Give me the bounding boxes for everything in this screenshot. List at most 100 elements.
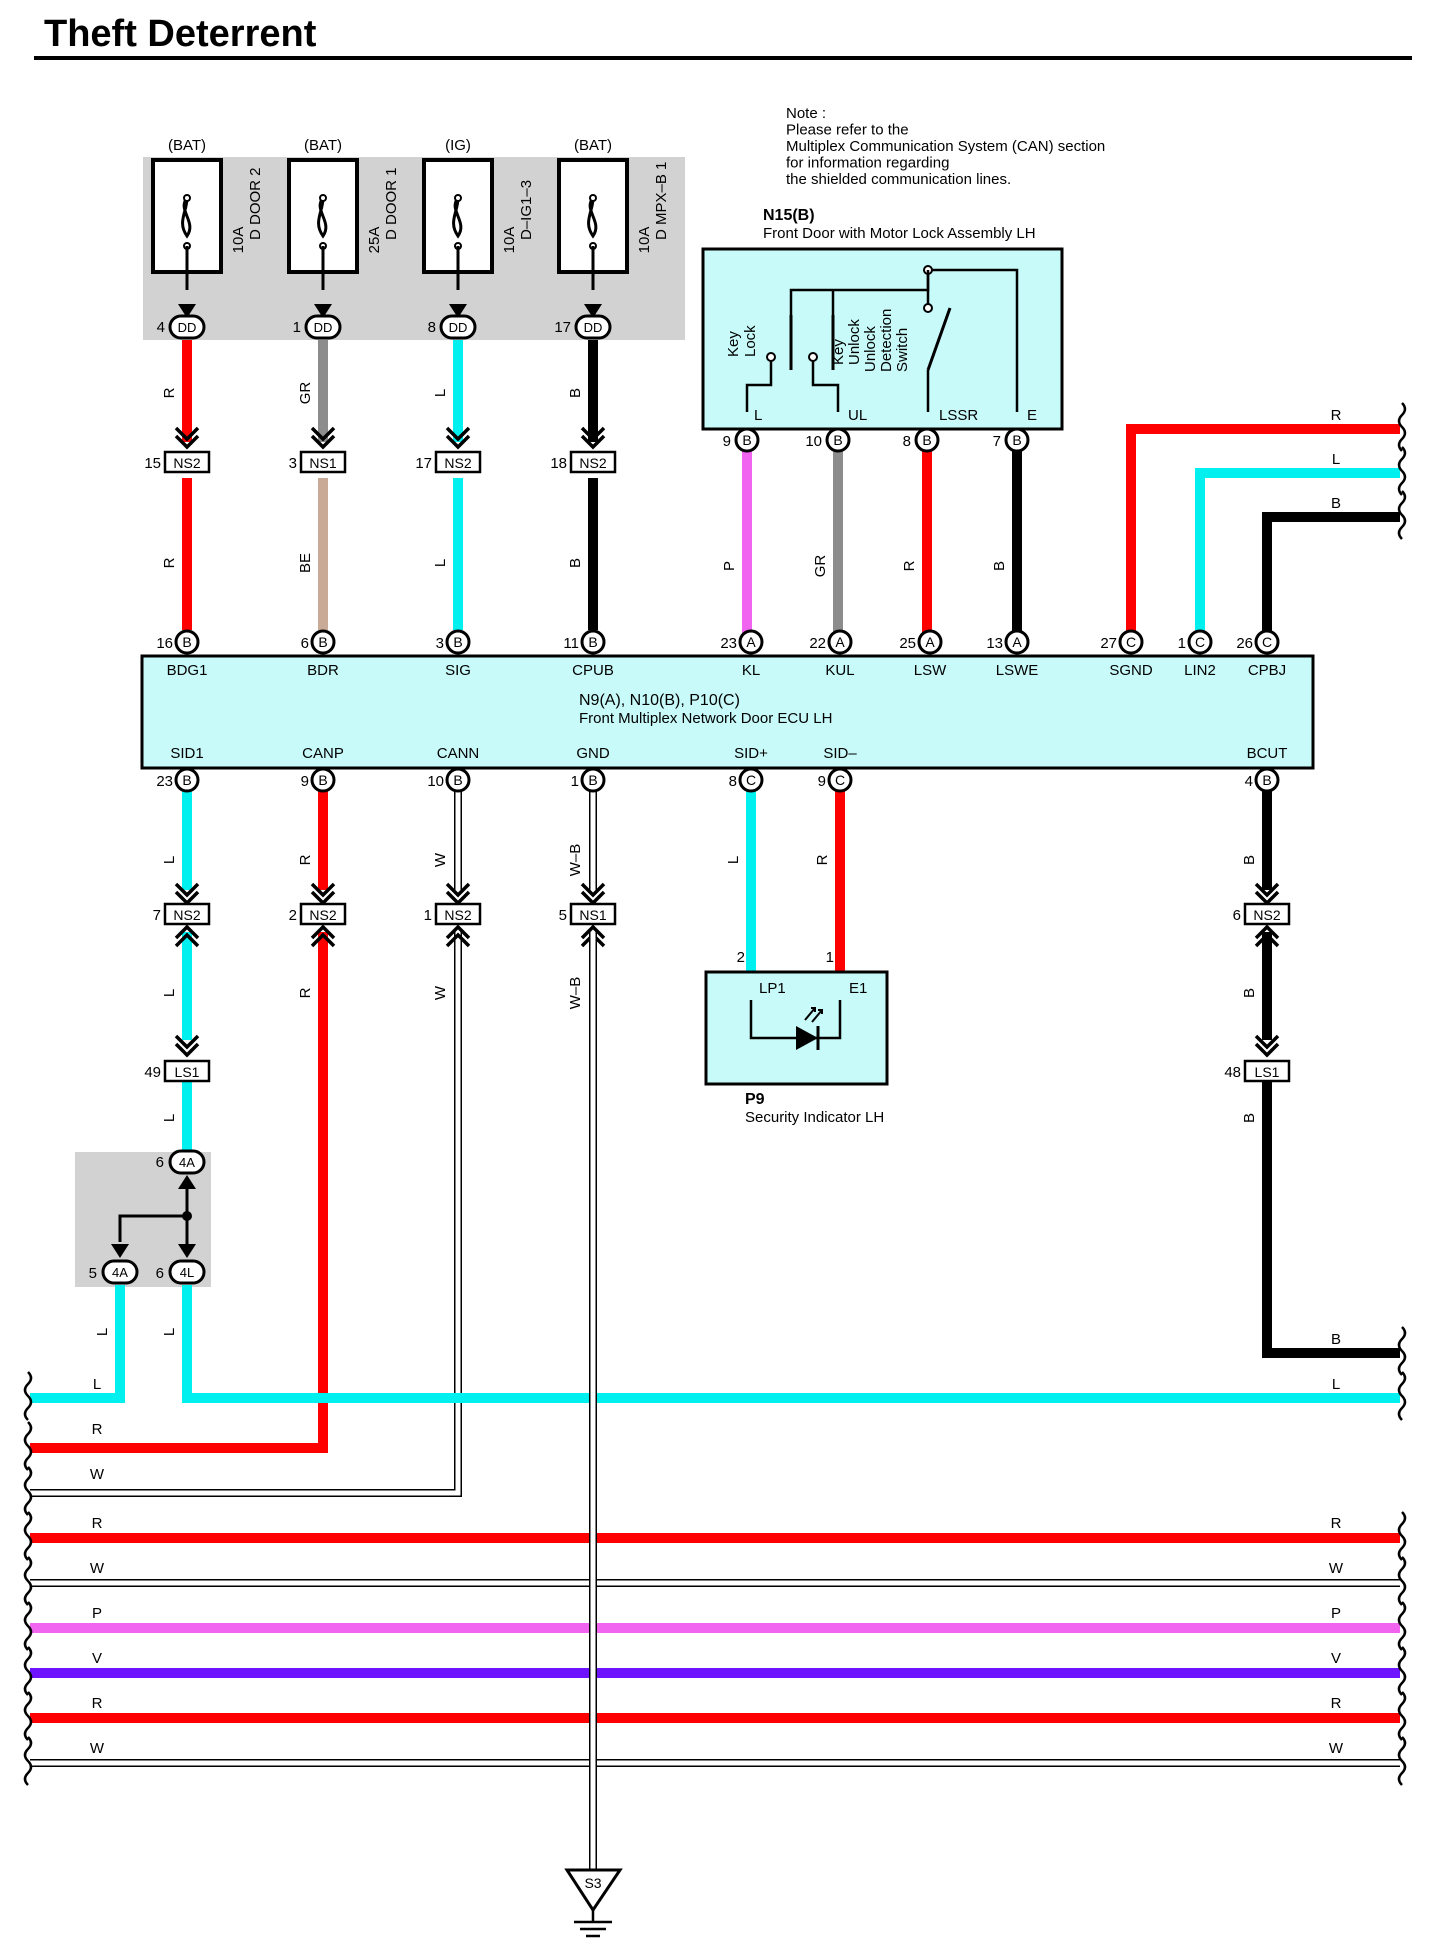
bus-code-right-5: P xyxy=(1331,1605,1341,1622)
ecu-bottom-pin-no-1: 9 xyxy=(301,773,309,790)
splice-2 xyxy=(434,450,482,474)
ecu-top-pin-8 xyxy=(1118,629,1144,655)
ecu-top-pin-10-letter: C xyxy=(1262,634,1272,650)
lower-splice-3-label: NS1 xyxy=(579,907,606,923)
bus-break-left-4 xyxy=(23,1556,33,1606)
bus-break-right-3 xyxy=(1397,1511,1407,1561)
bus-break-right-5 xyxy=(1397,1601,1407,1651)
lock-pin-0-letter: B xyxy=(742,432,751,448)
ecu-top-terminal-6: LSW xyxy=(914,662,947,679)
right-l-code: L xyxy=(1332,1376,1340,1393)
lower-splice-code-above-0: L xyxy=(161,856,178,864)
lower-splice-4-label: NS2 xyxy=(1253,907,1280,923)
ecu-top-terminal-2: SIG xyxy=(445,662,471,679)
note-line-4: the shielded communication lines. xyxy=(786,171,1011,188)
ecu-bottom-pin-no-5: 9 xyxy=(818,773,826,790)
page-title: Theft Deterrent xyxy=(44,13,317,55)
canp-wire-lower xyxy=(30,932,328,1453)
lower-splice-1-label: NS2 xyxy=(309,907,336,923)
bus-break-left-7 xyxy=(23,1691,33,1741)
fuse-name-3: D MPX–B 1 xyxy=(653,162,670,240)
ecu-bottom-pin-2-letter: B xyxy=(453,772,462,788)
ecu-top-pin-no-10: 26 xyxy=(1236,635,1253,652)
lock-pin-1 xyxy=(825,427,851,453)
fuse-pin-1: 1 xyxy=(293,319,301,336)
right-wire-code-l: L xyxy=(1332,451,1340,468)
lower-splice-chevron-up-2 xyxy=(445,924,471,948)
fuse-node-top-0 xyxy=(183,194,191,202)
note-line-1: Please refer to the xyxy=(786,122,909,139)
junction-wire-right xyxy=(182,1285,1400,1403)
lower-splice-pin-3: 5 xyxy=(559,907,567,924)
indicator-terminal-right: E1 xyxy=(849,980,867,997)
splice-pin-0: 15 xyxy=(144,455,161,472)
ecu-bottom-terminal-5: SID– xyxy=(823,745,857,762)
splice-chevron-3 xyxy=(580,426,606,450)
ls1-left-pin: 49 xyxy=(144,1064,161,1081)
ecu-top-pin-8-letter: C xyxy=(1126,634,1136,650)
ecu-top-pin-0-letter: B xyxy=(182,634,191,650)
right-break-l-lower xyxy=(1397,1371,1407,1421)
splice-3 xyxy=(569,450,617,474)
right-break-l xyxy=(1397,446,1407,496)
junction-arrow-up xyxy=(178,1175,196,1189)
right-wire-code-r: R xyxy=(1331,407,1342,424)
fuse-name-1: D DOOR 1 xyxy=(383,167,400,240)
ls1-right-pin: 48 xyxy=(1224,1064,1241,1081)
ecu-bottom-pin-no-2: 10 xyxy=(427,773,444,790)
right-break-r xyxy=(1397,402,1407,452)
lock-pin-3 xyxy=(1004,427,1030,453)
bus-code-left-7: R xyxy=(92,1695,103,1712)
switch-label-key-lock-2: Lock xyxy=(742,325,759,357)
lock-pin-no-2: 8 xyxy=(903,433,911,450)
ls1-left xyxy=(163,1059,211,1083)
lock-pin-no-3: 7 xyxy=(993,433,1001,450)
fuse-node-top-2 xyxy=(454,194,462,202)
lock-terminal-0: L xyxy=(754,407,762,424)
lock-terminal-1: UL xyxy=(848,407,867,424)
ecu-top-pin-no-7: 13 xyxy=(986,635,1003,652)
fuse-wire-code-lower-2: L xyxy=(432,559,449,567)
lower-splice-code-below-2: W xyxy=(432,985,449,1000)
fuse-connector-3 xyxy=(574,314,612,340)
ls1-right-label: LS1 xyxy=(1255,1064,1280,1080)
lower-splice-2-label: NS2 xyxy=(444,907,471,923)
junction-node xyxy=(182,1211,192,1221)
led-diode-icon xyxy=(796,1026,818,1050)
bus-code-right-4: W xyxy=(1329,1560,1344,1577)
lock-pin-no-0: 9 xyxy=(723,433,731,450)
right-break-b xyxy=(1397,490,1407,540)
ls1-right-chevron xyxy=(1254,1034,1280,1058)
lower-splice-pin-1: 2 xyxy=(289,907,297,924)
ecu-bottom-pin-4 xyxy=(738,767,764,793)
ecu-bottom-terminal-3: GND xyxy=(576,745,610,762)
ecu-bottom-pin-0-letter: B xyxy=(182,772,191,788)
bus-break-left-8 xyxy=(23,1736,33,1786)
ecu-top-terminal-9: LIN2 xyxy=(1184,662,1216,679)
ecu-bottom-pin-1 xyxy=(310,767,336,793)
ecu-top-pin-no-9: 1 xyxy=(1178,635,1186,652)
ecu-bottom-pin-no-6: 4 xyxy=(1245,773,1253,790)
ecu-top-pin-10 xyxy=(1254,629,1280,655)
right-break-b-lower xyxy=(1397,1326,1407,1376)
junction-left-code: L xyxy=(94,1328,111,1336)
fuse-connector-0 xyxy=(168,314,206,340)
ecu-top-pin-3 xyxy=(580,629,606,655)
led-light-icon xyxy=(804,1007,823,1023)
indicator-code-right: R xyxy=(814,854,831,865)
indicator-code-left: L xyxy=(725,856,742,864)
lower-splice-2 xyxy=(434,902,482,926)
lower-splice-code-below-4: B xyxy=(1241,988,1258,998)
ecu-top-pin-no-1: 6 xyxy=(301,635,309,652)
fuse-wire-code-lower-0: R xyxy=(161,557,178,568)
splice-1 xyxy=(299,450,347,474)
fuse-pin-3: 17 xyxy=(554,319,571,336)
right-wire-code-b: B xyxy=(1331,495,1341,512)
cann-wire-lower xyxy=(30,932,461,1496)
junction-top-label: 4A xyxy=(179,1155,195,1170)
note-line-2: Multiplex Communication System (CAN) sec… xyxy=(786,138,1105,155)
junction-right xyxy=(168,1259,206,1285)
splice-pin-3: 18 xyxy=(550,455,567,472)
